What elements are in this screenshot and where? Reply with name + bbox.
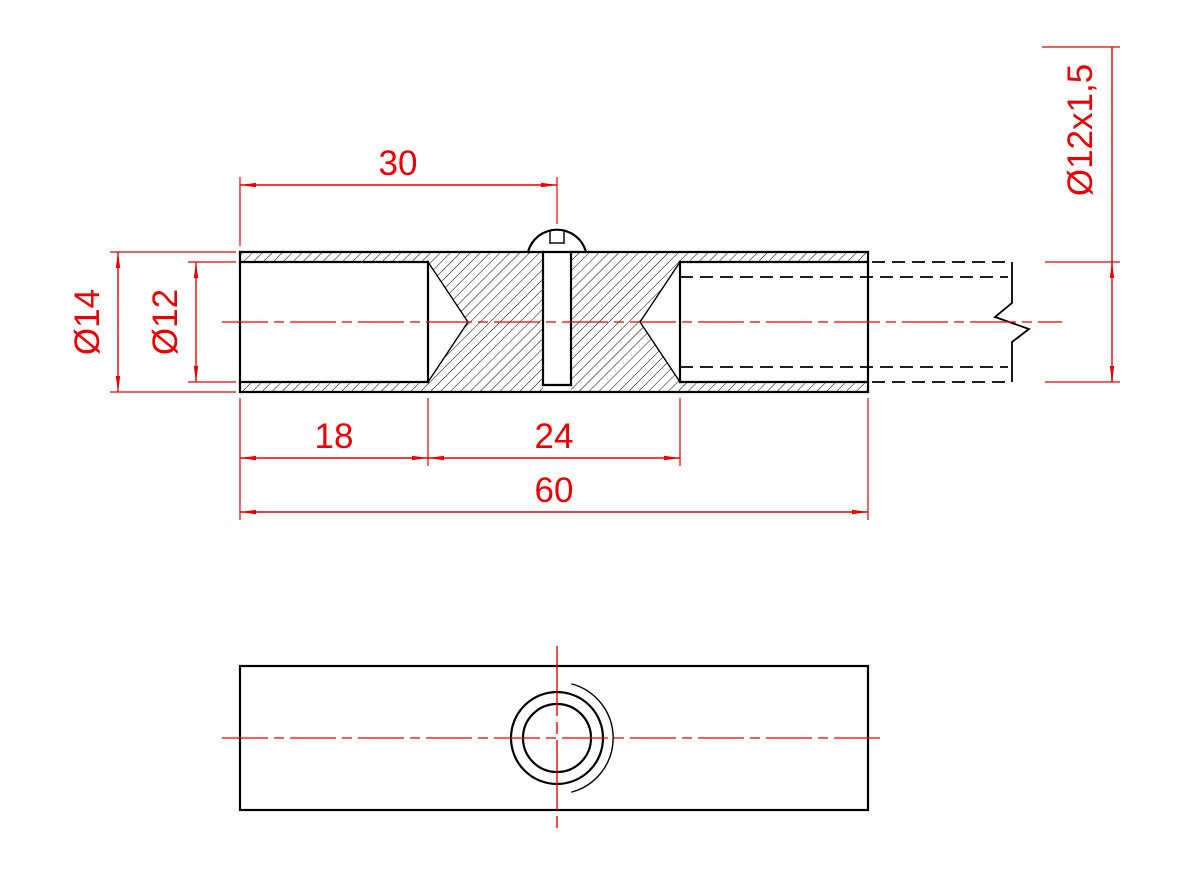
dim-label-18: 18 [315, 417, 354, 456]
dimension-18: 18 [239, 398, 429, 520]
dimension-dia12: Ø12 [146, 261, 236, 383]
sleeve-outline [238, 250, 870, 394]
dimension-30: 30 [239, 144, 558, 246]
screw-seat-arc [571, 683, 614, 793]
dimension-60: 60 [240, 398, 869, 520]
dim-label-dia12: Ø12 [146, 289, 185, 355]
screw [526, 228, 588, 387]
tube-break-symbol [993, 262, 1031, 382]
dimension-dia14: Ø14 [68, 251, 236, 393]
section-hatching [240, 252, 868, 392]
dim-label-24: 24 [535, 417, 574, 456]
section-view: 30 Ø14 Ø12 18 24 [68, 46, 1120, 520]
dimension-24: 24 [428, 398, 681, 466]
dim-label-30: 30 [379, 144, 418, 183]
dim-label-dia14: Ø14 [68, 289, 107, 355]
dimension-tube-spec: Ø12x1,5 [1042, 46, 1120, 383]
dim-label-60: 60 [535, 471, 574, 510]
inserted-tube-hidden-lines [680, 261, 1008, 383]
dim-label-tube-spec: Ø12x1,5 [1061, 64, 1100, 196]
bottom-view [222, 646, 886, 832]
